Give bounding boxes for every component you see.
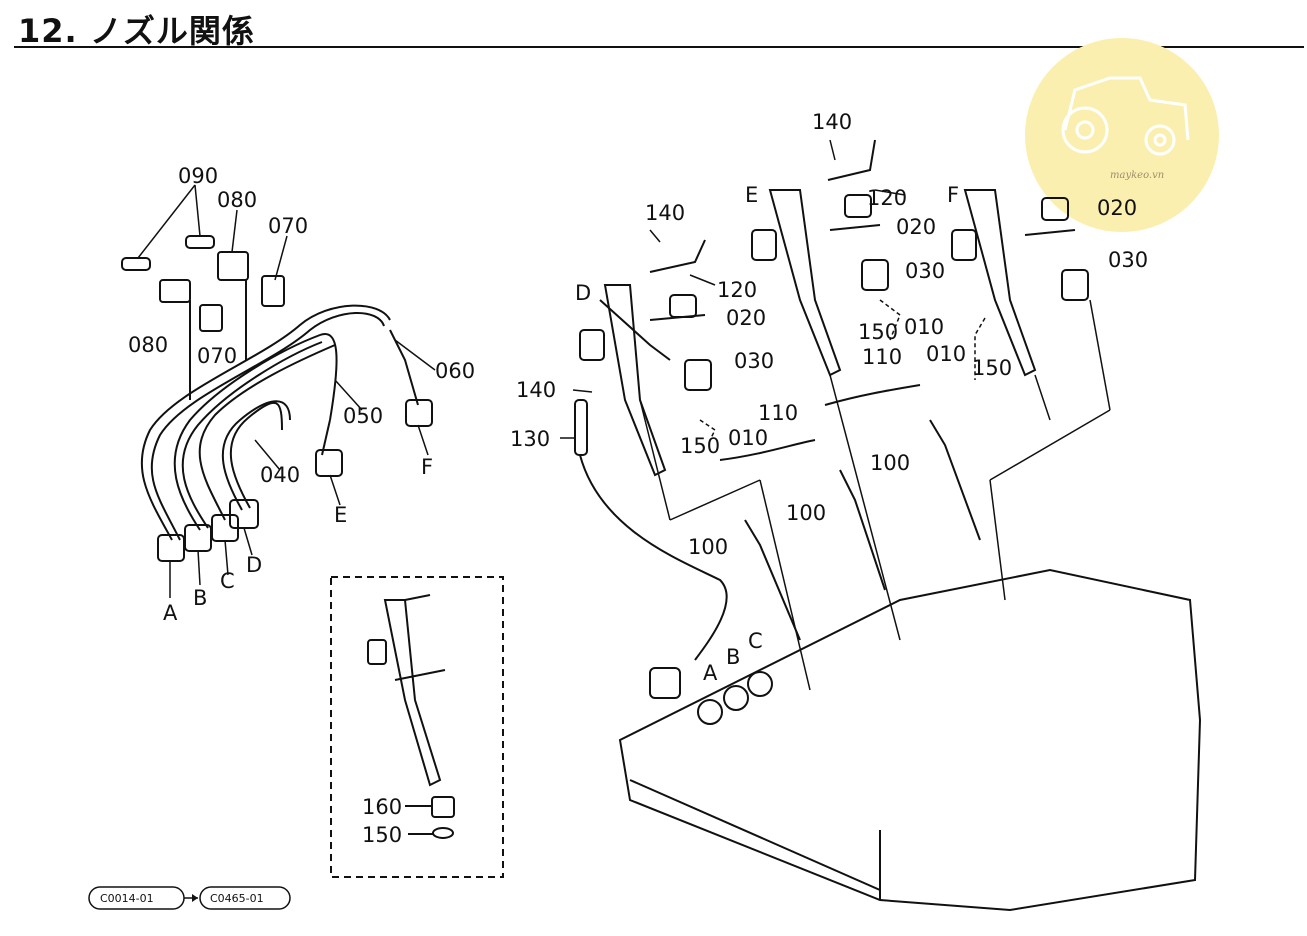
part-label-010: 010 xyxy=(904,315,944,339)
part-label-020: 020 xyxy=(726,306,766,330)
part-label-140: 140 xyxy=(645,201,685,225)
inset-box xyxy=(330,576,504,878)
head-label-a: A xyxy=(703,661,718,685)
part-label-080: 080 xyxy=(128,333,168,357)
watermark-text: maykeo.vn xyxy=(1110,170,1164,181)
part-label-030: 030 xyxy=(905,259,945,283)
part-label-100: 100 xyxy=(786,501,826,525)
part-label-030: 030 xyxy=(1108,248,1148,272)
pipe-label-c: C xyxy=(220,569,235,593)
pipe-label-a: A xyxy=(163,601,178,625)
part-label-080: 080 xyxy=(217,188,257,212)
part-label-020: 020 xyxy=(896,215,936,239)
part-label-010: 010 xyxy=(926,342,966,366)
leader-lines-left xyxy=(137,184,436,598)
part-label-040: 040 xyxy=(260,463,300,487)
part-label-140: 140 xyxy=(812,110,852,134)
head-label-c: C xyxy=(748,629,763,653)
part-label-120: 120 xyxy=(867,186,907,210)
nozzle-assemblies xyxy=(574,139,1202,912)
footer-reference: C0014-01 C0465-01 xyxy=(88,886,291,910)
part-label-100: 100 xyxy=(870,451,910,475)
part-label-010: 010 xyxy=(728,426,768,450)
part-label-090: 090 xyxy=(178,164,218,188)
part-label-070: 070 xyxy=(197,344,237,368)
part-labels: 090 080 070 080 070 060 050 040 A B C D … xyxy=(128,110,1148,847)
part-label-070: 070 xyxy=(268,214,308,238)
tractor-icon xyxy=(1061,76,1190,156)
part-label-110: 110 xyxy=(758,401,798,425)
part-label-160: 160 xyxy=(362,795,402,819)
nozzle-label-e: E xyxy=(745,183,758,207)
pipe-label-d: D xyxy=(246,553,262,577)
part-label-050: 050 xyxy=(343,404,383,428)
part-label-020: 020 xyxy=(1097,196,1137,220)
pipe-label-f: F xyxy=(421,455,433,479)
watermark: maykeo.vn xyxy=(1025,38,1219,232)
part-label-150: 150 xyxy=(362,823,402,847)
ref-to: C0465-01 xyxy=(210,892,264,905)
head-label-b: B xyxy=(726,645,740,669)
part-label-150: 150 xyxy=(680,434,720,458)
nozzle-label-d: D xyxy=(575,281,591,305)
part-label-140: 140 xyxy=(516,378,556,402)
part-label-150: 150 xyxy=(972,356,1012,380)
part-label-110: 110 xyxy=(862,345,902,369)
pipe-label-e: E xyxy=(334,503,347,527)
part-label-060: 060 xyxy=(435,359,475,383)
pipe-label-b: B xyxy=(193,586,207,610)
title-rule xyxy=(14,46,1304,48)
page-title: 12. ノズル関係 xyxy=(18,12,255,50)
part-label-130: 130 xyxy=(510,427,550,451)
ref-from: C0014-01 xyxy=(100,892,154,905)
part-label-150: 150 xyxy=(858,320,898,344)
part-label-120: 120 xyxy=(717,278,757,302)
leader-lines-right xyxy=(560,139,1111,691)
part-label-030: 030 xyxy=(734,349,774,373)
injection-pipes xyxy=(121,235,433,562)
nozzle-label-f: F xyxy=(947,183,959,207)
part-label-100: 100 xyxy=(688,535,728,559)
